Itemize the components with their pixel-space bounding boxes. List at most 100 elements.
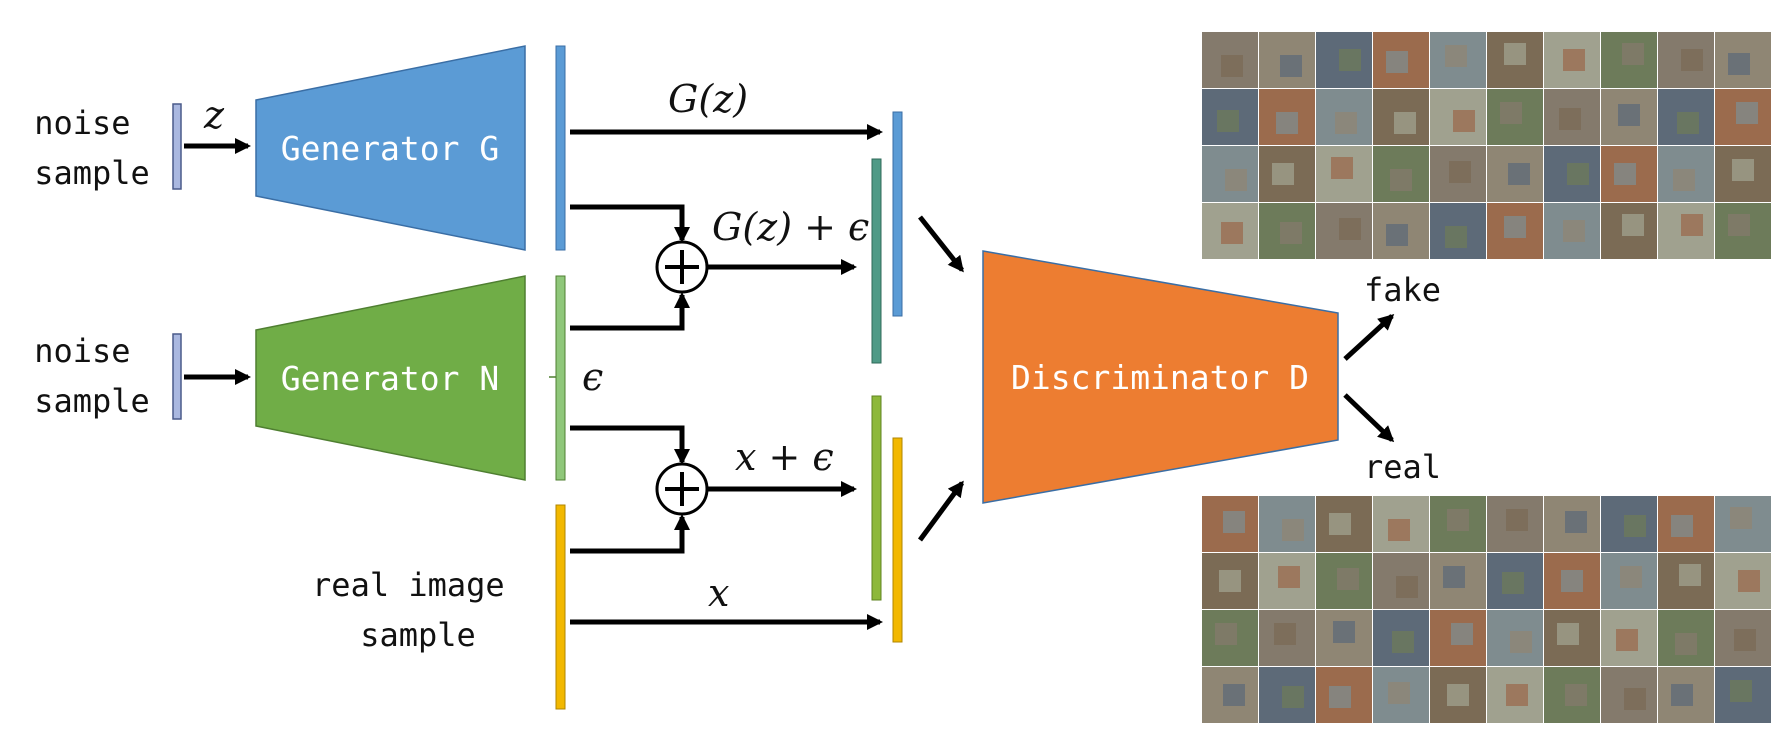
thumbnail-detail-3-9 <box>1730 680 1752 702</box>
thumbnail-detail-3-7 <box>1622 214 1644 236</box>
thumbnail-detail-3-2 <box>1339 218 1361 240</box>
g-to-plus1 <box>570 204 690 243</box>
disc-bar-gz <box>892 111 903 317</box>
thumbnail-detail-0-0 <box>1223 511 1245 533</box>
thumbnail-detail-3-4 <box>1445 226 1467 248</box>
thumbnail-detail-3-9 <box>1728 214 1750 236</box>
x-label: x <box>708 571 729 615</box>
noise-bar-2 <box>172 333 182 420</box>
thumbnail-detail-1-3 <box>1394 112 1416 134</box>
disc-bar-x-eps <box>871 395 882 601</box>
real-out-arrow <box>1343 393 1395 443</box>
thumbnail-detail-3-3 <box>1386 224 1408 246</box>
discriminator-label: Discriminator D <box>1011 358 1309 397</box>
epsilon-label: ϵ <box>582 355 603 399</box>
real-image-grid <box>1202 496 1771 723</box>
thumbnail-detail-0-2 <box>1339 49 1361 71</box>
thumbnail-detail-1-2 <box>1337 568 1359 590</box>
thumbnail-detail-0-1 <box>1280 55 1302 77</box>
thumbnail-detail-0-1 <box>1282 519 1304 541</box>
thumbnail-detail-0-9 <box>1730 507 1752 529</box>
thumbnail-detail-2-8 <box>1673 169 1695 191</box>
gz-label: G(z) <box>668 77 748 121</box>
fake-image-grid <box>1202 32 1771 259</box>
thumbnail-detail-0-4 <box>1445 45 1467 67</box>
real-batch-arrow <box>917 480 965 542</box>
fake-batch-arrow <box>918 215 964 273</box>
thumbnail-detail-0-7 <box>1622 43 1644 65</box>
thumbnail-detail-0-5 <box>1504 43 1526 65</box>
real-image-sample-label: real image sample <box>312 566 524 654</box>
thumbnail-detail-2-7 <box>1614 163 1636 185</box>
thumbnail-detail-1-6 <box>1561 570 1583 592</box>
thumbnail-detail-2-2 <box>1333 621 1355 643</box>
thumbnail-detail-2-4 <box>1451 623 1473 645</box>
thumbnail-detail-0-4 <box>1447 509 1469 531</box>
thumbnail-detail-2-6 <box>1567 163 1589 185</box>
thumbnail-detail-0-5 <box>1506 509 1528 531</box>
thumbnail-detail-3-6 <box>1563 220 1585 242</box>
thumbnail-detail-3-5 <box>1506 684 1528 706</box>
thumbnail-detail-2-6 <box>1557 623 1579 645</box>
thumbnail-detail-2-7 <box>1616 629 1638 651</box>
generator-g-label: Generator G <box>281 129 500 168</box>
thumbnail-detail-0-8 <box>1681 49 1703 71</box>
thumbnail-detail-2-9 <box>1734 629 1756 651</box>
thumbnail-detail-3-2 <box>1329 686 1351 708</box>
thumbnail-detail-0-8 <box>1671 515 1693 537</box>
thumbnail-detail-0-3 <box>1386 51 1408 73</box>
thumbnail-detail-1-6 <box>1559 108 1581 130</box>
thumbnail-detail-3-6 <box>1565 684 1587 706</box>
thumbnail-detail-1-5 <box>1502 572 1524 594</box>
thumbnail-detail-1-8 <box>1679 564 1701 586</box>
thumbnail-detail-3-8 <box>1671 684 1693 706</box>
thumbnail-detail-2-0 <box>1215 623 1237 645</box>
thumbnail-detail-2-3 <box>1390 169 1412 191</box>
thumbnail-detail-2-3 <box>1392 631 1414 653</box>
thumbnail-detail-3-4 <box>1447 684 1469 706</box>
generator-n-box <box>255 275 526 481</box>
eps-to-plus2 <box>570 425 690 465</box>
eps-to-plus1 <box>570 292 690 331</box>
thumbnail-detail-1-2 <box>1335 112 1357 134</box>
noise-sample-label-1: noise sample <box>34 104 150 192</box>
x-to-plus2 <box>570 514 690 554</box>
generator-g-box <box>255 45 526 251</box>
noise-bar-1 <box>172 103 182 190</box>
gz-plus-eps-label: G(z) + ϵ <box>712 205 869 249</box>
epsilon-bar <box>555 275 566 481</box>
thumbnail-detail-1-4 <box>1443 566 1465 588</box>
real-label: real <box>1364 448 1441 486</box>
disc-bar-x <box>892 437 903 643</box>
thumbnail-detail-3-1 <box>1280 222 1302 244</box>
thumbnail-detail-2-8 <box>1675 633 1697 655</box>
thumbnail-detail-1-7 <box>1618 104 1640 126</box>
thumbnail-detail-2-4 <box>1449 161 1471 183</box>
thumbnail-detail-3-7 <box>1624 688 1646 710</box>
fake-label: fake <box>1364 271 1441 309</box>
thumbnail-detail-2-1 <box>1272 163 1294 185</box>
thumbnail-detail-0-0 <box>1221 55 1243 77</box>
thumbnail-detail-2-5 <box>1508 163 1530 185</box>
thumbnail-detail-1-7 <box>1620 566 1642 588</box>
thumbnail-detail-1-0 <box>1217 110 1239 132</box>
thumbnail-detail-3-8 <box>1681 214 1703 236</box>
thumbnail-detail-2-5 <box>1510 631 1532 653</box>
thumbnail-detail-3-1 <box>1282 686 1304 708</box>
thumbnail-detail-0-6 <box>1563 49 1585 71</box>
fake-out-arrow <box>1343 313 1395 361</box>
z-label: z <box>203 93 225 137</box>
disc-bar-gz-eps <box>871 158 882 364</box>
thumbnail-detail-1-8 <box>1677 112 1699 134</box>
discriminator-box <box>982 250 1339 504</box>
thumbnail-detail-1-5 <box>1500 102 1522 124</box>
thumbnail-detail-3-0 <box>1221 222 1243 244</box>
noise-sample-label-2: noise sample <box>34 332 150 420</box>
x-plus-eps-label: x + ϵ <box>735 435 834 479</box>
thumbnail-detail-0-6 <box>1565 511 1587 533</box>
thumbnail-detail-2-1 <box>1274 623 1296 645</box>
thumbnail-detail-2-9 <box>1732 159 1754 181</box>
thumbnail-detail-2-2 <box>1331 157 1353 179</box>
thumbnail-detail-0-9 <box>1728 53 1750 75</box>
